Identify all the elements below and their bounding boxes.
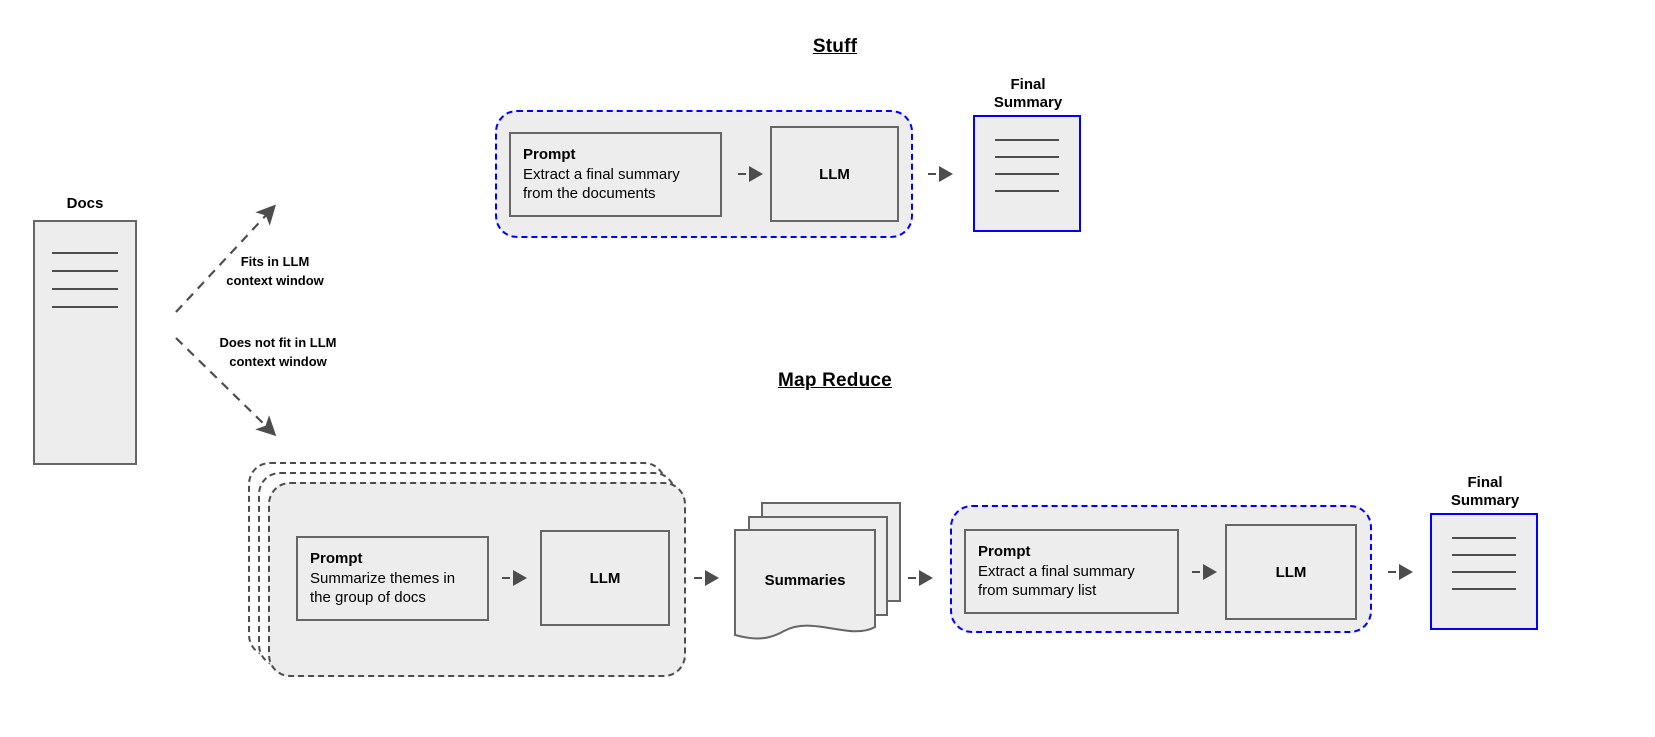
final-summary-text-lines	[1432, 537, 1536, 590]
arrow-shaft	[1192, 571, 1200, 573]
arrow-shaft	[908, 577, 916, 579]
arrow-shaft	[694, 577, 702, 579]
reduce-llm-box: LLM	[1225, 524, 1357, 620]
final-summary-text-lines	[975, 139, 1079, 192]
map-reduce-final-summary-caption: Final Summary	[1450, 474, 1520, 509]
reduce-llm-label: LLM	[1275, 563, 1307, 581]
arrow-shaft	[738, 173, 746, 175]
arrow-stuff-llm-to-summary	[928, 160, 956, 188]
stuff-llm-label: LLM	[819, 165, 850, 183]
arrow-head	[1399, 564, 1413, 580]
arrow-reduce-prompt-to-llm	[1192, 558, 1220, 586]
arrow-head	[1203, 564, 1217, 580]
stuff-final-summary-document	[973, 115, 1081, 232]
arrow-head	[939, 166, 953, 182]
section-title-map-reduce: Map Reduce	[778, 370, 892, 391]
map-prompt-title: Prompt	[310, 550, 363, 568]
summaries-sheet-front	[734, 529, 876, 640]
stuff-final-summary-caption: Final Summary	[993, 76, 1063, 111]
summaries-stack: Summaries	[734, 502, 901, 640]
doc-line	[52, 306, 118, 308]
arrow-map-prompt-to-llm	[502, 564, 530, 592]
branch-arrow-down	[175, 337, 277, 437]
map-prompt-box: Prompt Summarize themes in the group of …	[296, 536, 489, 621]
doc-line	[52, 252, 118, 254]
stuff-prompt-body: Extract a final summary from the documen…	[523, 165, 680, 203]
doc-line	[995, 173, 1059, 175]
reduce-prompt-title: Prompt	[978, 543, 1031, 561]
arrow-map-to-summaries	[694, 564, 722, 592]
arrow-head	[513, 570, 527, 586]
doc-line	[52, 288, 118, 290]
doc-line	[1452, 537, 1516, 539]
map-reduce-final-summary-document	[1430, 513, 1538, 630]
map-llm-label: LLM	[589, 569, 621, 587]
branch-arrow-up	[175, 204, 276, 313]
arrow-head	[919, 570, 933, 586]
reduce-prompt-box: Prompt Extract a final summary from summ…	[964, 529, 1179, 614]
doc-line	[995, 190, 1059, 192]
section-title-stuff: Stuff	[812, 36, 858, 57]
arrow-stuff-prompt-to-llm	[738, 160, 766, 188]
arrow-shaft	[502, 577, 510, 579]
map-llm-box: LLM	[540, 530, 670, 626]
docs-label: Docs	[66, 195, 104, 212]
arrow-shaft	[928, 173, 936, 175]
doc-line	[1452, 554, 1516, 556]
summaries-label-wrap: Summaries	[735, 530, 875, 630]
branch-label-does-not-fit: Does not fit in LLM context window	[219, 335, 337, 369]
summaries-label: Summaries	[764, 571, 846, 589]
docs-document	[33, 220, 137, 465]
branch-label-fits: Fits in LLM context window	[226, 254, 324, 288]
stuff-llm-box: LLM	[770, 126, 899, 222]
arrow-head	[705, 570, 719, 586]
stuff-prompt-box: Prompt Extract a final summary from the …	[509, 132, 722, 217]
doc-line	[995, 156, 1059, 158]
stuff-prompt-title: Prompt	[523, 146, 576, 164]
doc-line	[52, 270, 118, 272]
reduce-prompt-body: Extract a final summary from summary lis…	[978, 562, 1135, 600]
arrow-reduce-to-final-summary	[1388, 558, 1416, 586]
doc-line	[995, 139, 1059, 141]
arrow-head	[749, 166, 763, 182]
docs-text-lines	[35, 252, 135, 308]
arrow-summaries-to-reduce	[908, 564, 936, 592]
doc-line	[1452, 571, 1516, 573]
arrow-shaft	[1388, 571, 1396, 573]
doc-line	[1452, 588, 1516, 590]
map-prompt-body: Summarize themes in the group of docs	[310, 569, 456, 607]
